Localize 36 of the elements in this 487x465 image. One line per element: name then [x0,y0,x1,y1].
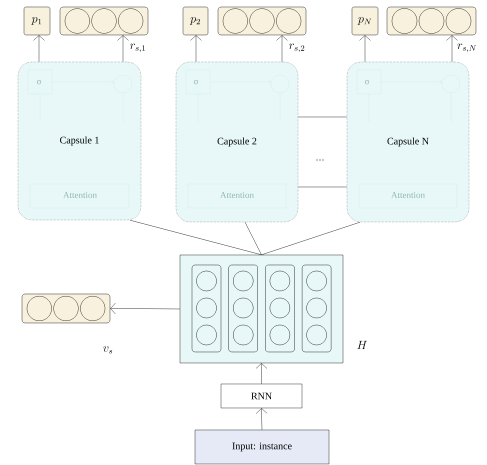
hidden-state-matrix [180,254,344,364]
connector-line [298,186,347,188]
arrow [359,35,371,62]
side-label: $H$ [357,340,367,350]
side-label: $v_s$ [103,346,112,354]
vector-box [60,6,148,36]
ellipsis-dots: … [316,159,324,161]
arrow [276,35,288,62]
faded-text: Attention [63,192,97,198]
vector-box [22,294,110,324]
vector-box: $p_2$ [182,6,208,36]
edge-label: $r_{s,1}$ [130,44,145,52]
faded-text: σ [364,80,370,84]
vector-box: $p_1$ [24,6,50,36]
faded-text: σ [194,80,198,84]
faded-text: Attention [220,192,254,198]
arrow [117,35,129,62]
vector-box [218,6,306,36]
connector-line [298,116,347,118]
arrow [110,302,180,314]
arrow [256,363,268,384]
edge-label: $r_{s,2}$ [289,44,304,52]
arrow [190,35,202,62]
connector-line [261,222,360,255]
arrow [256,408,268,430]
edge-label: $r_{s,N}$ [457,44,476,52]
input-box: Input: instance [194,430,330,464]
vector-box [386,6,476,36]
arrow [33,35,45,62]
arrow [446,35,458,62]
faded-text: σ [36,80,42,84]
faded-text: Attention [391,192,425,198]
rnn-box: RNN [220,384,302,408]
connector-line [244,222,262,255]
connector-line [130,220,262,255]
vector-box: $p_N$ [352,6,378,36]
